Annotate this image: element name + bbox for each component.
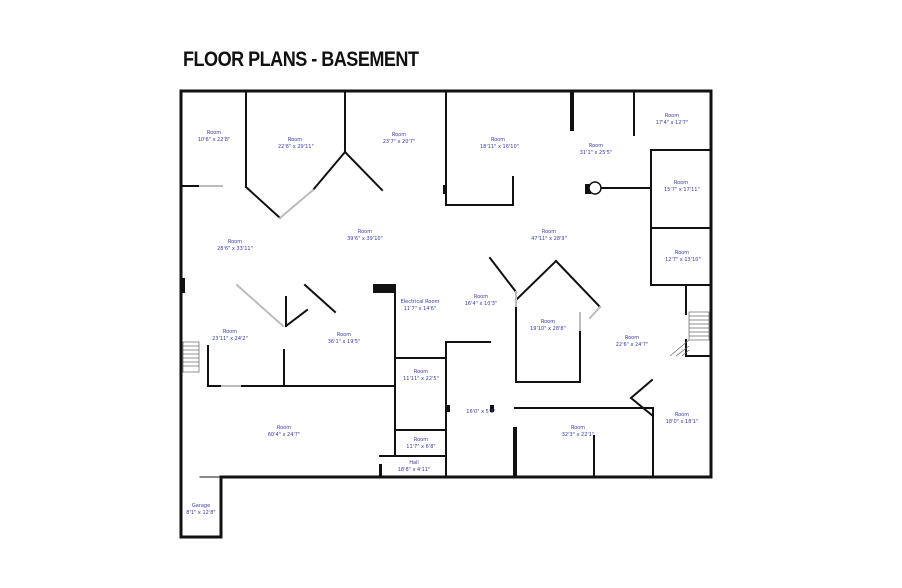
- stairs-left-icon: [182, 341, 200, 373]
- window-segments: [199, 185, 602, 387]
- page-title: FLOOR PLANS - BASEMENT: [183, 48, 419, 71]
- room-label: 16'0" x 5'3": [466, 409, 496, 415]
- interior-walls: [180, 90, 712, 478]
- column-icon: [588, 181, 602, 195]
- stairs-right-icon: [669, 311, 710, 357]
- wall-blocks: [181, 91, 591, 477]
